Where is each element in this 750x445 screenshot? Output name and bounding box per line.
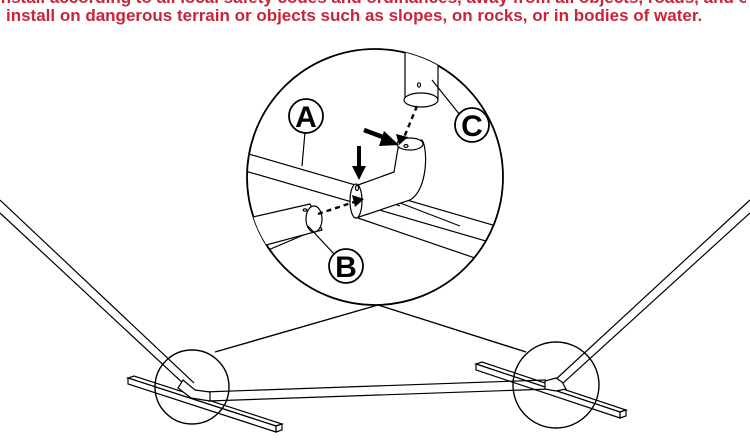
arrow-down-head [352, 166, 366, 180]
cross-rail [203, 379, 551, 402]
left-pole-edge-2 [0, 199, 195, 384]
right-detail-circle [512, 341, 600, 429]
right-elbow-joint [544, 377, 567, 392]
tube-c-end [403, 92, 439, 108]
left-detail-circle [154, 349, 230, 425]
callout-b-leader [307, 225, 336, 256]
magnifier-circle [246, 48, 504, 306]
warning-text-line-2: install on dangerous terrain or objects … [6, 6, 703, 25]
callout-c-bubble [454, 107, 490, 143]
callout-b-label: B [335, 251, 357, 284]
guide-c-arrowhead [396, 134, 408, 145]
guide-c-to-elbow [401, 105, 419, 141]
assembly-guides [317, 105, 419, 216]
magnifier-leader-lines [214, 304, 527, 353]
leader-line-right [377, 304, 527, 353]
callout-a-label: A [295, 101, 317, 134]
guide-b-arrowhead [352, 195, 364, 207]
elbow-hole-upper [403, 143, 409, 149]
left-pole-edge-1 [0, 212, 187, 387]
callout-leaders [301, 79, 461, 256]
callout-a-leader [301, 131, 306, 167]
left-foot-bar [126, 375, 284, 433]
guide-b-to-elbow [317, 200, 355, 216]
left-elbow-joint [177, 379, 211, 402]
right-pole-edge-2 [553, 199, 750, 382]
callout-b-bubble [328, 248, 364, 284]
right-pole-edge-1 [561, 212, 750, 385]
elbow-hole-lower [354, 184, 360, 192]
callout-c-leader [431, 79, 461, 116]
warning-text-line-1: Install according to all local safety co… [0, 0, 746, 8]
callout-c-label: C [461, 110, 483, 143]
tube-c [404, 49, 439, 101]
tube-c-hole [416, 82, 422, 88]
tube-b-hole [302, 208, 308, 212]
pointer-arrows [352, 127, 399, 180]
leader-line-left [214, 304, 379, 353]
tube-b-end [305, 205, 323, 233]
arrow-right-head [379, 131, 399, 146]
frame-poles [0, 199, 750, 387]
callout-a-bubble [288, 98, 324, 134]
